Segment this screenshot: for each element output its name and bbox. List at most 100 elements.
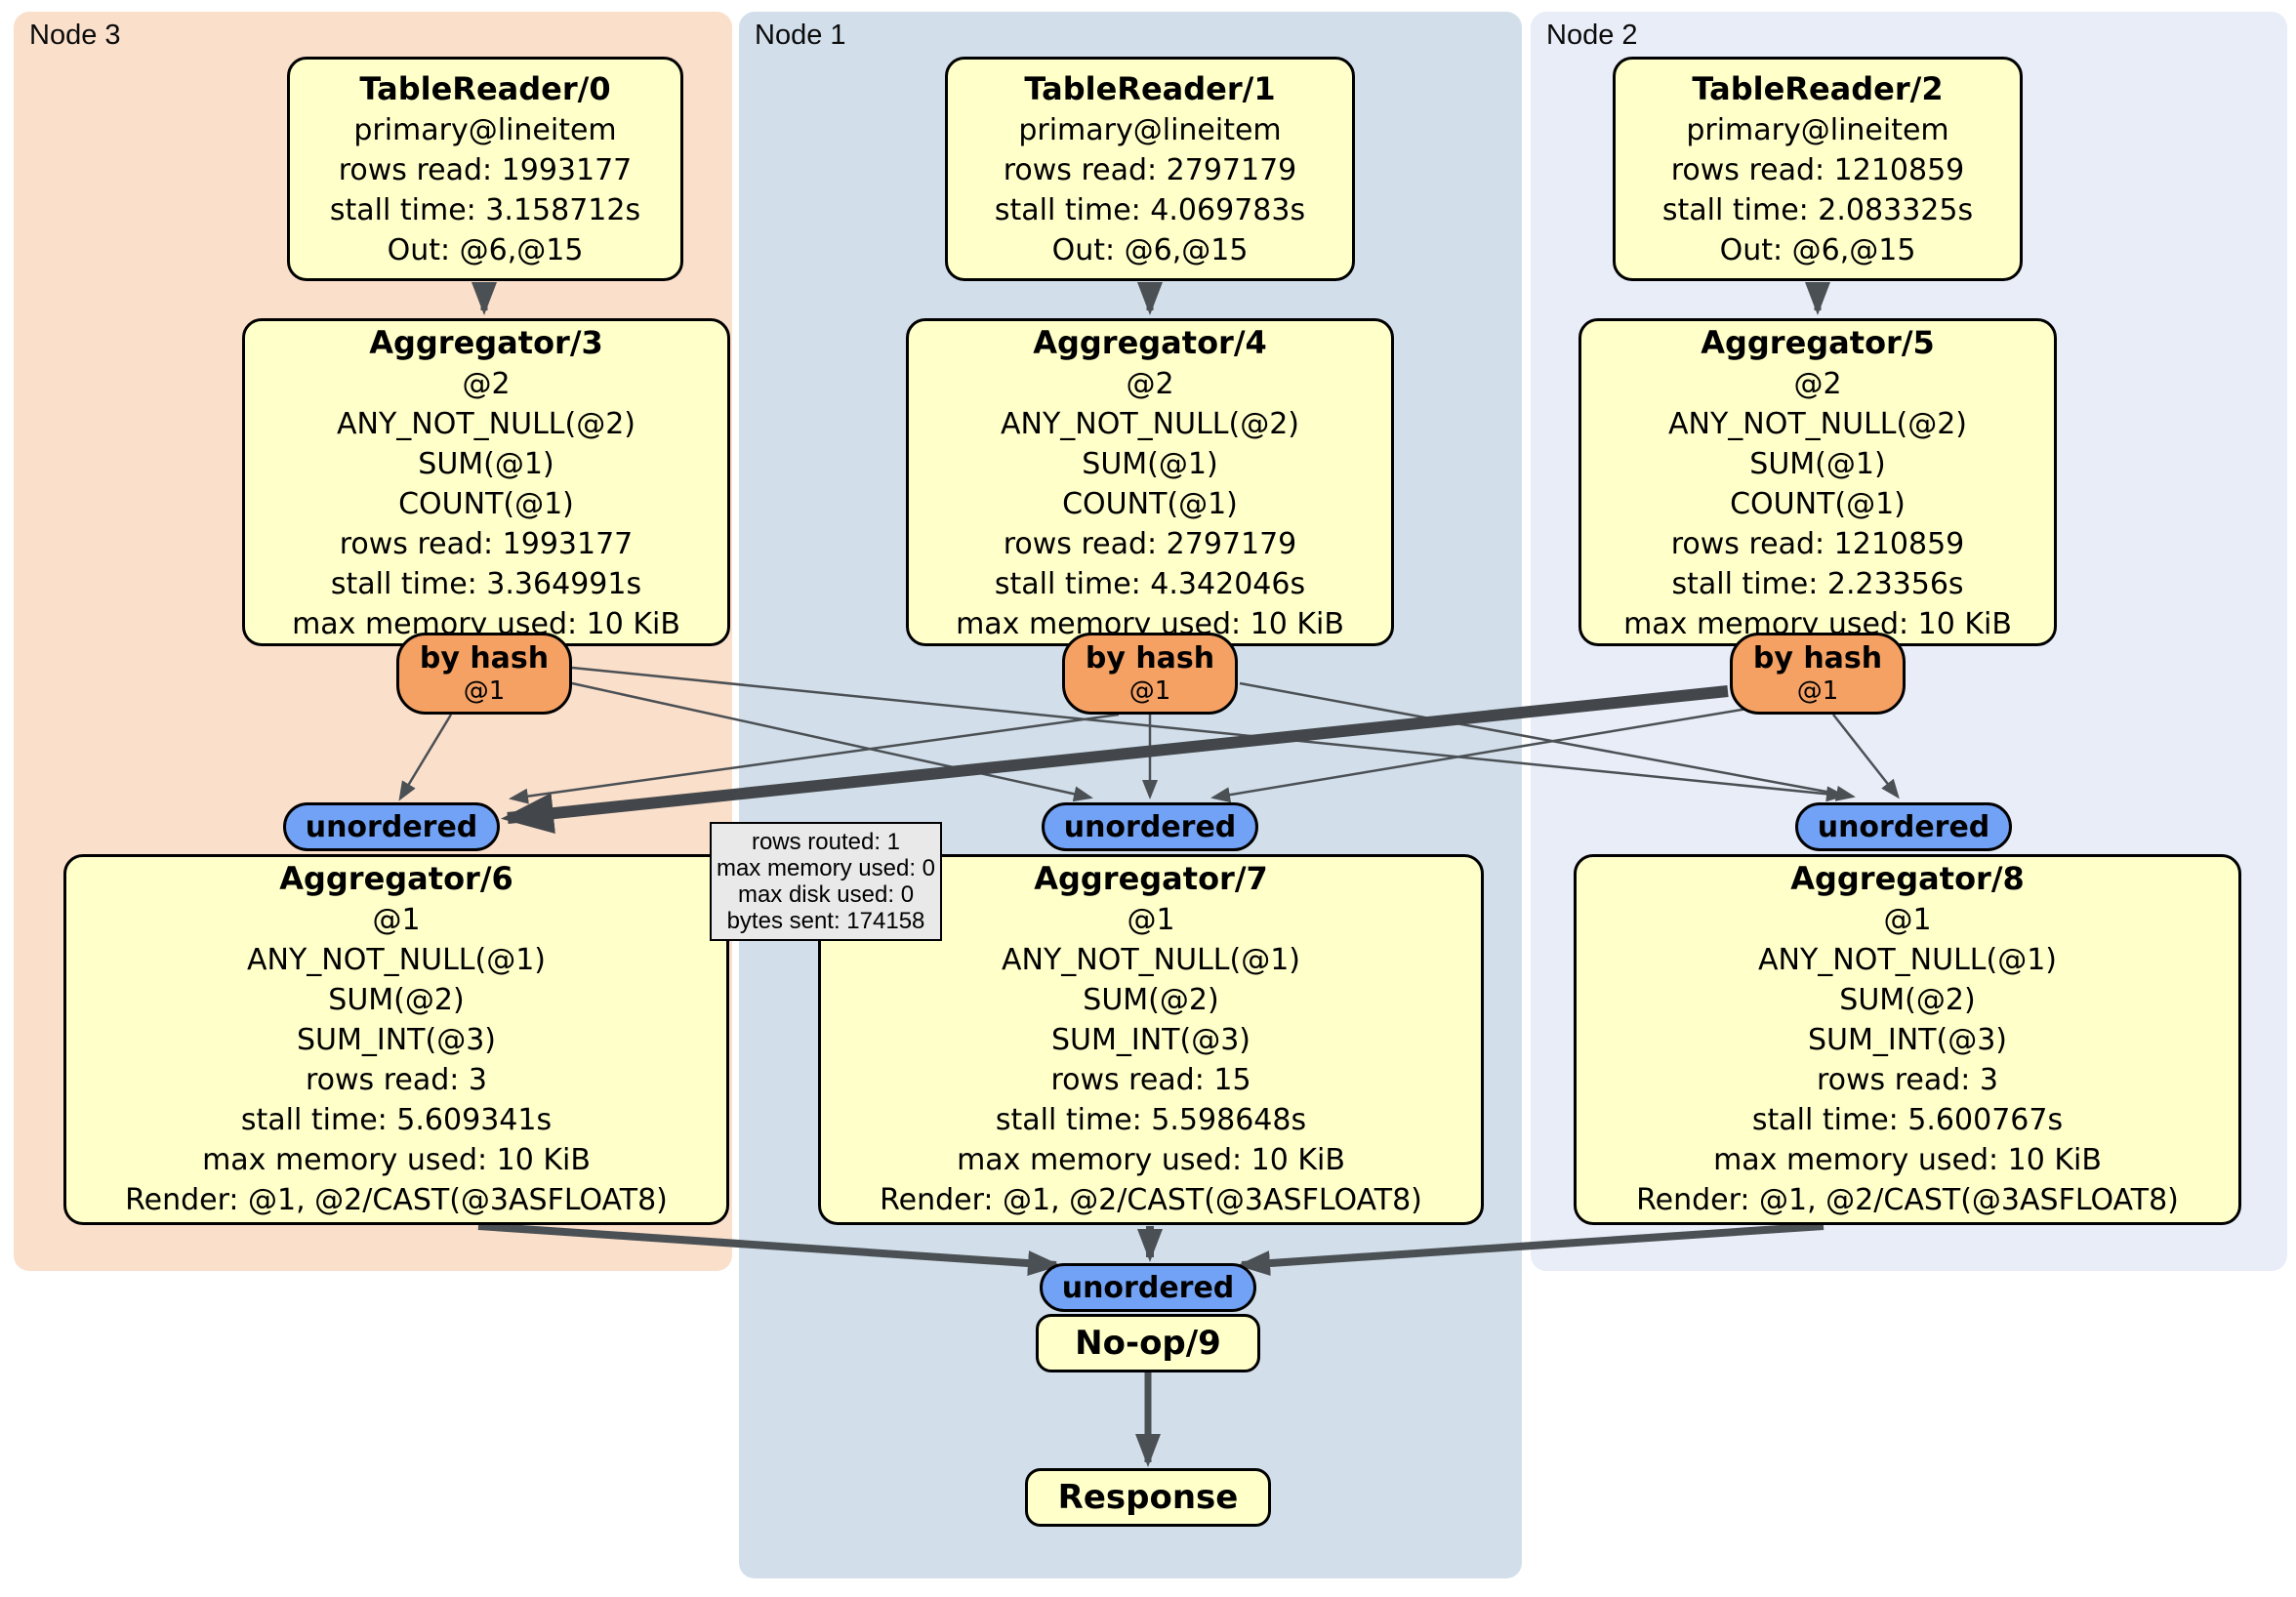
router-stream-label: @1 <box>1128 676 1171 706</box>
processor-detail: rows read: 1210859 <box>1670 527 1965 561</box>
processor-detail: stall time: 4.342046s <box>994 567 1306 601</box>
unordered-sync-final[interactable]: unordered <box>1040 1263 1256 1312</box>
sync-label: unordered <box>305 809 478 844</box>
processor-title: TableReader/0 <box>359 70 611 107</box>
processor-title: TableReader/2 <box>1692 70 1944 107</box>
processor-title: TableReader/1 <box>1024 70 1276 107</box>
node3-label: Node 3 <box>29 20 121 51</box>
processor-tablereader-2[interactable]: TableReader/2 primary@lineitem rows read… <box>1613 57 2023 281</box>
processor-detail: SUM_INT(@3) <box>297 1023 496 1057</box>
processor-detail: rows read: 3 <box>1816 1063 1999 1097</box>
processor-title: Aggregator/6 <box>279 860 513 897</box>
tooltip-line: rows routed: 1 <box>751 829 901 855</box>
sync-label: unordered <box>1817 809 1990 844</box>
processor-detail: primary@lineitem <box>353 113 617 147</box>
hash-router-node2[interactable]: by hash @1 <box>1730 633 1906 715</box>
processor-detail: SUM(@2) <box>1083 983 1219 1017</box>
processor-detail: Out: @6,@15 <box>1719 233 1916 267</box>
tooltip-line: max memory used: 0 <box>716 855 936 881</box>
processor-title: Aggregator/8 <box>1790 860 2025 897</box>
processor-detail: rows read: 2797179 <box>1003 153 1297 187</box>
tooltip-line: bytes sent: 174158 <box>726 908 925 934</box>
processor-detail: COUNT(@1) <box>398 487 574 521</box>
processor-detail: rows read: 1993177 <box>339 527 634 561</box>
hash-router-node3[interactable]: by hash @1 <box>396 633 572 715</box>
processor-detail: @2 <box>1793 367 1842 401</box>
processor-title: Response <box>1057 1478 1239 1517</box>
processor-detail: rows read: 2797179 <box>1003 527 1297 561</box>
processor-detail: max memory used: 10 KiB <box>1713 1143 2102 1177</box>
processor-detail: ANY_NOT_NULL(@2) <box>1001 407 1299 441</box>
router-label: by hash <box>419 641 550 676</box>
processor-detail: SUM(@2) <box>328 983 465 1017</box>
processor-aggregator-4[interactable]: Aggregator/4 @2 ANY_NOT_NULL(@2) SUM(@1)… <box>906 318 1394 646</box>
processor-aggregator-6[interactable]: Aggregator/6 @1 ANY_NOT_NULL(@1) SUM(@2)… <box>63 854 729 1225</box>
unordered-sync-node2[interactable]: unordered <box>1795 802 2012 851</box>
processor-detail: ANY_NOT_NULL(@1) <box>1002 943 1300 977</box>
edge-stats-tooltip: rows routed: 1 max memory used: 0 max di… <box>710 822 942 941</box>
processor-detail: @1 <box>1127 903 1175 937</box>
processor-detail: @2 <box>1126 367 1174 401</box>
processor-detail: max memory used: 10 KiB <box>957 1143 1345 1177</box>
sync-label: unordered <box>1063 809 1237 844</box>
processor-detail: @1 <box>372 903 421 937</box>
hash-router-node1[interactable]: by hash @1 <box>1062 633 1238 715</box>
processor-title: Aggregator/5 <box>1701 324 1935 361</box>
processor-detail: @1 <box>1883 903 1932 937</box>
processor-detail: rows read: 1993177 <box>338 153 633 187</box>
node2-label: Node 2 <box>1546 20 1638 51</box>
processor-detail: ANY_NOT_NULL(@2) <box>337 407 636 441</box>
tooltip-line: max disk used: 0 <box>737 881 915 908</box>
processor-detail: rows read: 1210859 <box>1670 153 1965 187</box>
processor-detail: stall time: 3.364991s <box>330 567 642 601</box>
processor-aggregator-8[interactable]: Aggregator/8 @1 ANY_NOT_NULL(@1) SUM(@2)… <box>1574 854 2241 1225</box>
node1-label: Node 1 <box>755 20 846 51</box>
router-stream-label: @1 <box>1796 676 1839 706</box>
processor-detail: ANY_NOT_NULL(@1) <box>1758 943 2057 977</box>
processor-detail: rows read: 15 <box>1050 1063 1251 1097</box>
processor-title: No-op/9 <box>1075 1324 1221 1363</box>
processor-detail: Out: @6,@15 <box>387 233 584 267</box>
processor-detail: primary@lineitem <box>1686 113 1949 147</box>
processor-detail: SUM_INT(@3) <box>1051 1023 1250 1057</box>
router-label: by hash <box>1085 641 1215 676</box>
unordered-sync-node3[interactable]: unordered <box>283 802 500 851</box>
processor-detail: COUNT(@1) <box>1062 487 1238 521</box>
processor-detail: SUM(@1) <box>418 447 554 481</box>
processor-detail: @2 <box>462 367 511 401</box>
processor-detail: SUM(@2) <box>1839 983 1976 1017</box>
processor-title: Aggregator/4 <box>1033 324 1267 361</box>
sync-label: unordered <box>1061 1270 1235 1305</box>
processor-title: Aggregator/3 <box>369 324 603 361</box>
processor-detail: Render: @1, @2/CAST(@3ASFLOAT8) <box>880 1183 1422 1217</box>
processor-detail: Render: @1, @2/CAST(@3ASFLOAT8) <box>1636 1183 2179 1217</box>
processor-detail: stall time: 2.083325s <box>1661 193 1974 227</box>
processor-noop-9[interactable]: No-op/9 <box>1036 1314 1260 1372</box>
processor-detail: stall time: 5.609341s <box>240 1103 553 1137</box>
router-stream-label: @1 <box>463 676 506 706</box>
processor-detail: primary@lineitem <box>1018 113 1282 147</box>
processor-detail: Out: @6,@15 <box>1051 233 1249 267</box>
processor-aggregator-5[interactable]: Aggregator/5 @2 ANY_NOT_NULL(@2) SUM(@1)… <box>1578 318 2057 646</box>
processor-detail: stall time: 5.598648s <box>995 1103 1307 1137</box>
processor-detail: max memory used: 10 KiB <box>202 1143 591 1177</box>
processor-detail: SUM_INT(@3) <box>1808 1023 2007 1057</box>
processor-detail: stall time: 2.23356s <box>1671 567 1964 601</box>
processor-detail: Render: @1, @2/CAST(@3ASFLOAT8) <box>125 1183 668 1217</box>
processor-detail: ANY_NOT_NULL(@2) <box>1668 407 1967 441</box>
unordered-sync-node1[interactable]: unordered <box>1042 802 1258 851</box>
processor-title: Aggregator/7 <box>1034 860 1268 897</box>
processor-detail: ANY_NOT_NULL(@1) <box>247 943 546 977</box>
processor-detail: stall time: 4.069783s <box>994 193 1306 227</box>
router-label: by hash <box>1752 641 1883 676</box>
processor-detail: SUM(@1) <box>1749 447 1886 481</box>
processor-detail: SUM(@1) <box>1082 447 1218 481</box>
processor-detail: COUNT(@1) <box>1730 487 1906 521</box>
processor-aggregator-3[interactable]: Aggregator/3 @2 ANY_NOT_NULL(@2) SUM(@1)… <box>242 318 730 646</box>
processor-detail: rows read: 3 <box>305 1063 488 1097</box>
response-node[interactable]: Response <box>1025 1468 1271 1527</box>
processor-detail: stall time: 3.158712s <box>329 193 641 227</box>
processor-tablereader-1[interactable]: TableReader/1 primary@lineitem rows read… <box>945 57 1355 281</box>
processor-tablereader-0[interactable]: TableReader/0 primary@lineitem rows read… <box>287 57 683 281</box>
